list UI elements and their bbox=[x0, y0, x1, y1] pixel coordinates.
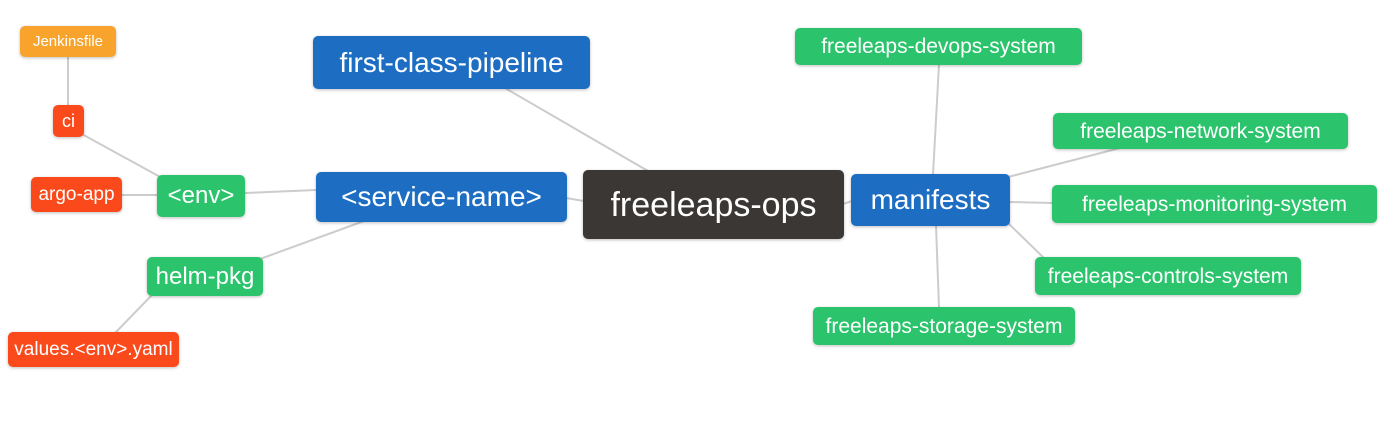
edge-values-env-yaml-helm-pkg bbox=[114, 294, 153, 334]
edge-manifests-devops-system bbox=[932, 63, 940, 176]
edge-ci-env bbox=[79, 132, 163, 179]
edge-manifests-monitoring-system bbox=[1008, 201, 1054, 204]
node-service-name[interactable]: <service-name> bbox=[316, 172, 567, 222]
node-freeleaps-devops-system[interactable]: freeleaps-devops-system bbox=[795, 28, 1082, 65]
node-freeleaps-storage-system[interactable]: freeleaps-storage-system bbox=[813, 307, 1075, 345]
node-ci[interactable]: ci bbox=[53, 105, 84, 137]
node-helm-pkg[interactable]: helm-pkg bbox=[147, 257, 263, 296]
edge-service-name-ops bbox=[565, 197, 585, 202]
edge-manifests-network-system bbox=[1007, 147, 1121, 178]
edge-helm-pkg-service-name bbox=[259, 220, 365, 260]
node-manifests[interactable]: manifests bbox=[851, 174, 1010, 226]
edge-manifests-controls-system bbox=[1007, 222, 1046, 260]
node-freeleaps-monitoring-system[interactable]: freeleaps-monitoring-system bbox=[1052, 185, 1377, 223]
edge-env-service-name bbox=[244, 189, 317, 194]
node-freeleaps-controls-system[interactable]: freeleaps-controls-system bbox=[1035, 257, 1301, 295]
edge-ops-manifests bbox=[842, 200, 853, 205]
node-argo-app[interactable]: argo-app bbox=[31, 177, 122, 212]
node-freeleaps-network-system[interactable]: freeleaps-network-system bbox=[1053, 113, 1348, 149]
node-values-env-yaml[interactable]: values.<env>.yaml bbox=[8, 332, 179, 367]
node-jenkinsfile[interactable]: Jenkinsfile bbox=[20, 26, 116, 57]
node-freeleaps-ops[interactable]: freeleaps-ops bbox=[583, 170, 844, 239]
edge-first-class-pipeline-ops bbox=[504, 87, 649, 172]
node-env[interactable]: <env> bbox=[157, 175, 245, 217]
edge-manifests-storage-system bbox=[935, 224, 940, 309]
node-first-class-pipeline[interactable]: first-class-pipeline bbox=[313, 36, 590, 89]
